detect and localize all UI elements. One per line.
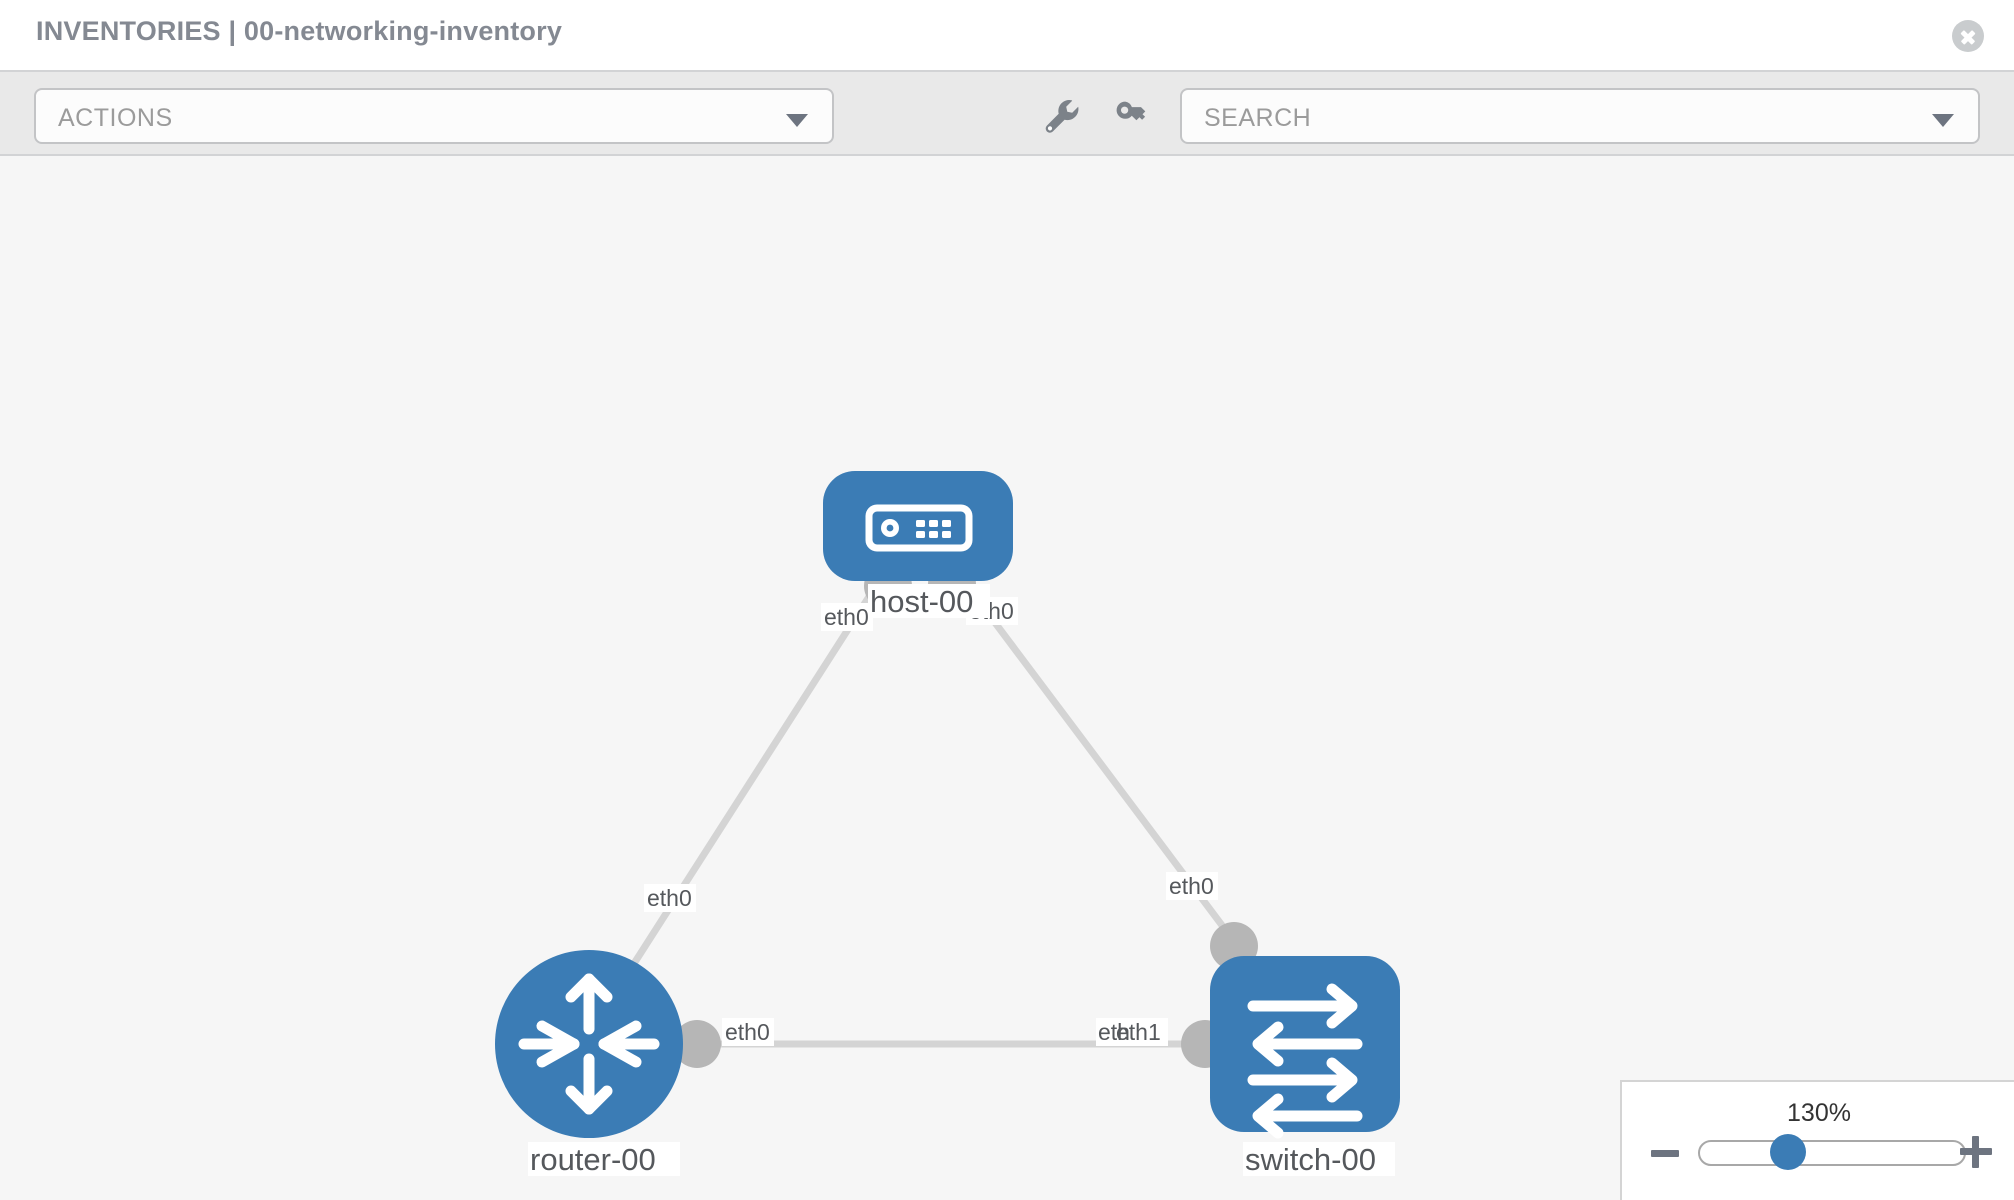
zoom-in-button[interactable] [1960, 1136, 1992, 1168]
edge-label-group: eth0 eth0 eth0 eth0 eth0 eth eth1 [644, 597, 1218, 1046]
zoom-control-panel: 130% [1620, 1080, 2014, 1200]
node-label-group: host-00 router-00 switch-00 [528, 584, 1395, 1177]
edge-label: eth0 [824, 604, 869, 630]
close-icon[interactable] [1952, 20, 1984, 52]
node-label-router: router-00 [530, 1142, 656, 1177]
actions-dropdown[interactable]: ACTIONS [34, 88, 834, 144]
node-label-switch: switch-00 [1245, 1142, 1376, 1177]
search-placeholder: SEARCH [1204, 104, 1312, 132]
page-header: INVENTORIES | 00-networking-inventory [0, 0, 2014, 70]
topology-canvas[interactable]: eth0 eth0 eth0 eth0 eth0 eth eth1 host-0… [0, 156, 2014, 1200]
toolbar: ACTIONS SEARCH [0, 70, 2014, 156]
topology-graph: eth0 eth0 eth0 eth0 eth0 eth eth1 host-0… [495, 471, 1400, 1177]
wrench-icon[interactable] [1038, 92, 1086, 140]
zoom-slider-track[interactable] [1698, 1140, 1966, 1166]
edge-label: eth1 [1116, 1019, 1161, 1045]
edge-label: eth [1098, 1019, 1130, 1045]
edge-label: eth0 [1169, 873, 1214, 899]
edge-label: eth0 [647, 885, 692, 911]
node-label-host: host-00 [870, 584, 973, 619]
server-icon [865, 504, 973, 552]
page-title: INVENTORIES | 00-networking-inventory [36, 16, 563, 46]
search-input[interactable]: SEARCH [1180, 88, 1980, 144]
zoom-out-button[interactable] [1650, 1138, 1680, 1168]
link-group [607, 553, 1248, 1048]
edge-label: eth0 [725, 1019, 770, 1045]
port-group [673, 560, 1258, 1068]
chevron-down-icon [1932, 114, 1954, 127]
port-router-east[interactable] [673, 1020, 721, 1068]
node-router-00[interactable] [495, 950, 683, 1138]
router-icon [518, 973, 660, 1115]
zoom-percent-label: 130% [1787, 1099, 1851, 1127]
chevron-down-icon [786, 114, 808, 127]
switch-icon [1247, 983, 1363, 1139]
node-host-00[interactable] [823, 471, 1013, 581]
node-switch-00[interactable] [1210, 956, 1400, 1139]
actions-dropdown-label: ACTIONS [58, 104, 173, 132]
zoom-slider-thumb[interactable] [1770, 1134, 1806, 1170]
key-icon[interactable] [1106, 92, 1154, 140]
